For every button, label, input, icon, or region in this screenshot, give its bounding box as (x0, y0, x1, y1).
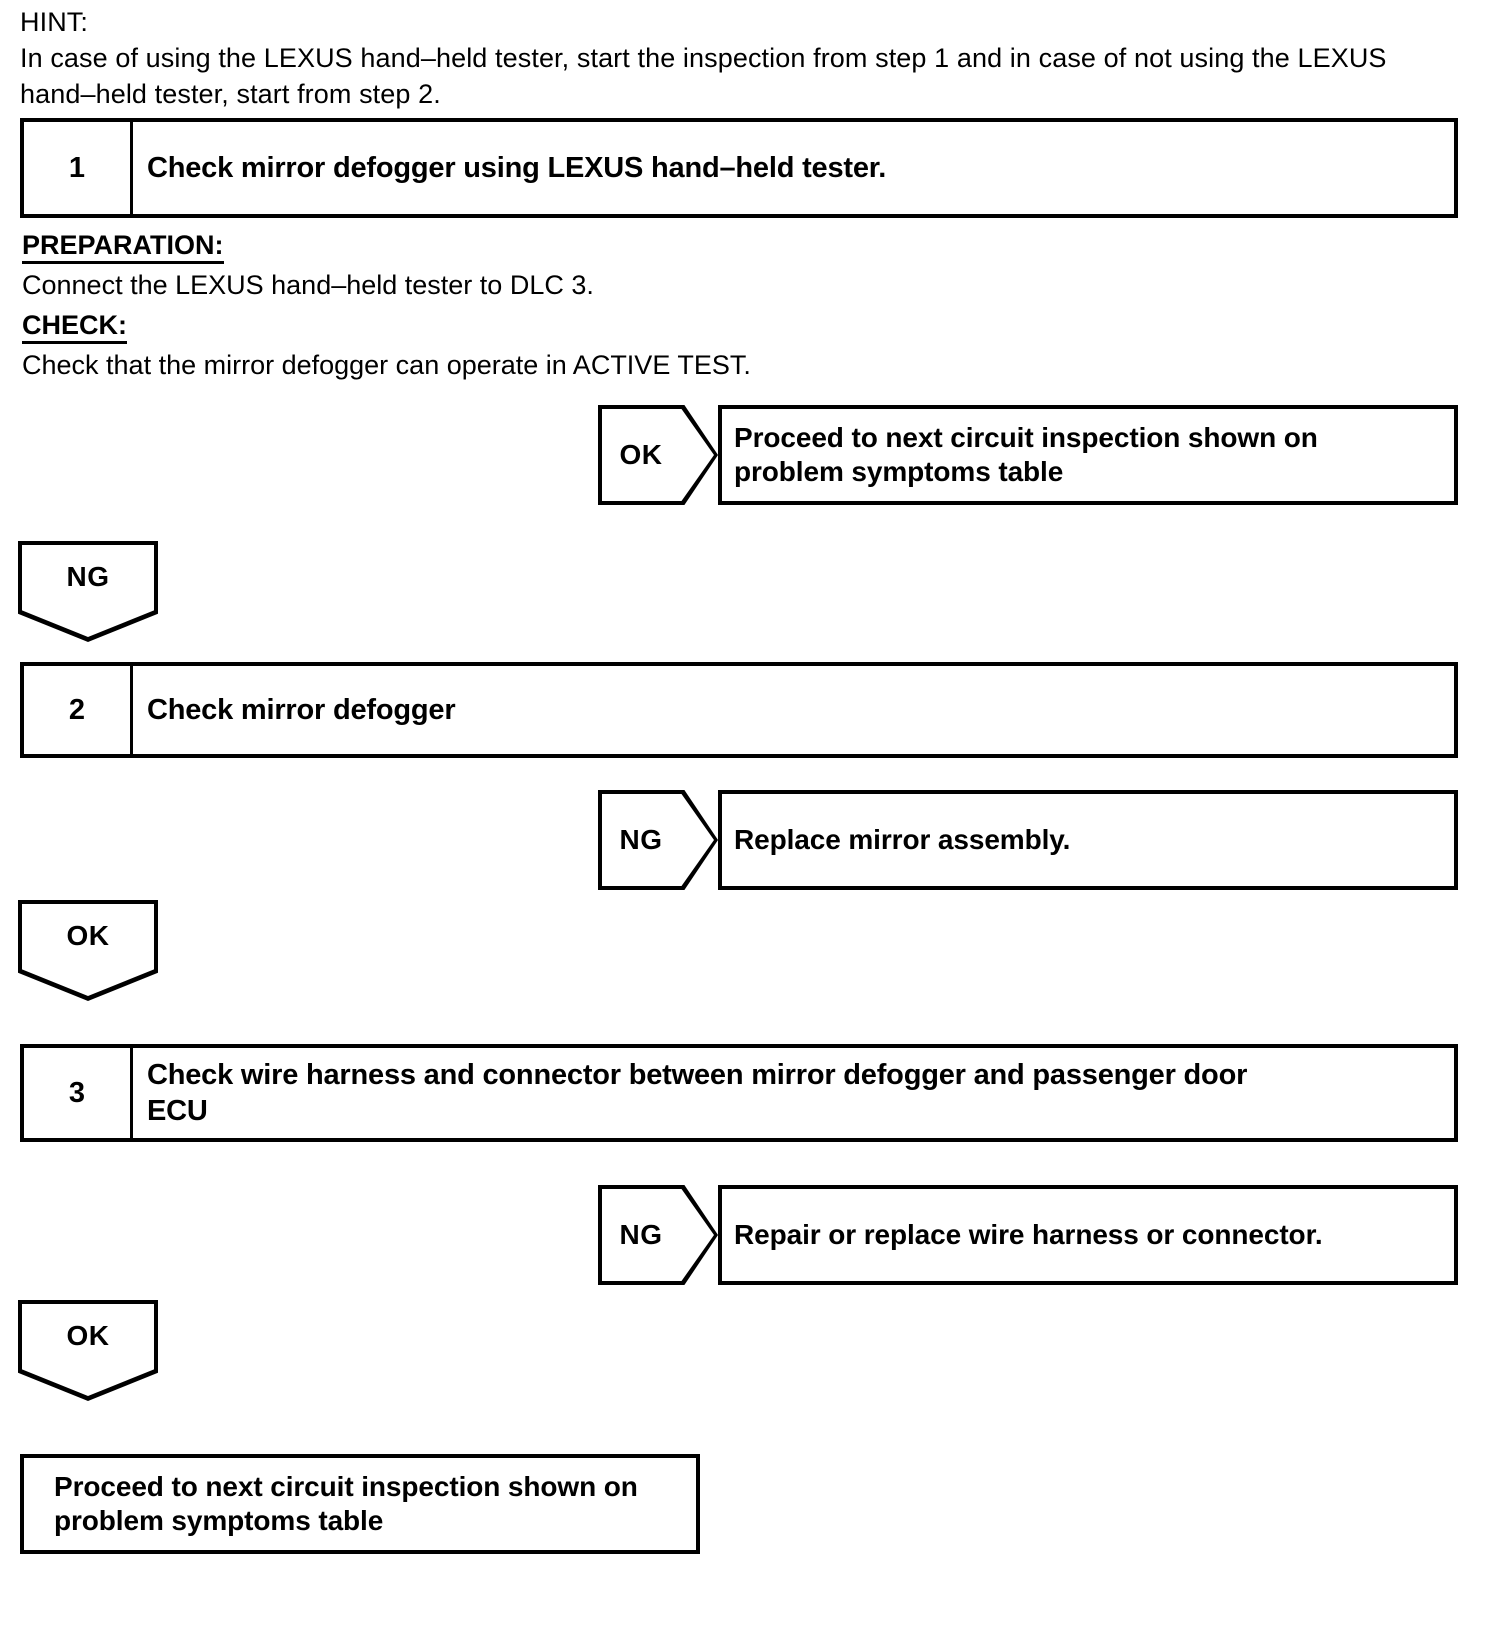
final-result-text: Proceed to next circuit inspection shown… (24, 1470, 650, 1538)
step-1-detail: PREPARATION: Connect the LEXUS hand–held… (22, 228, 1022, 382)
step-title-1: Check mirror defogger using LEXUS hand–h… (147, 152, 887, 184)
branch-arrow-ng-step-2: NG (598, 790, 718, 890)
result-box-step-3: Repair or replace wire harness or connec… (718, 1185, 1458, 1285)
result-text-step-1-line1: Proceed to next circuit inspection shown… (734, 422, 1318, 453)
preparation-label: PREPARATION: (22, 230, 224, 264)
step-box-3: 3 Check wire harness and connector betwe… (20, 1044, 1458, 1142)
branch-label-ng-step-3: NG (619, 1219, 663, 1250)
step-number-3: 3 (24, 1048, 133, 1138)
result-box-step-2: Replace mirror assembly. (718, 790, 1458, 890)
step-title-2: Check mirror defogger (147, 694, 456, 726)
hint-label: HINT: (20, 7, 88, 37)
check-label: CHECK: (22, 310, 127, 344)
step-title-3-line1: Check wire harness and connector between… (147, 1059, 1248, 1091)
result-text-step-1: Proceed to next circuit inspection shown… (722, 421, 1330, 489)
branch-label-ok-step-2: OK (66, 920, 110, 951)
final-result-box: Proceed to next circuit inspection shown… (20, 1454, 700, 1554)
hint-block: HINT: In case of using the LEXUS hand–he… (20, 4, 1420, 112)
step-title-3-line2: ECU (147, 1095, 208, 1127)
branch-arrow-ok-step-3: OK (18, 1300, 158, 1401)
hint-text: In case of using the LEXUS hand–held tes… (20, 43, 1387, 109)
branch-label-ok-step-3: OK (66, 1320, 110, 1351)
step-box-2: 2 Check mirror defogger (20, 662, 1458, 758)
step-number-1: 1 (24, 122, 133, 214)
final-result-line1: Proceed to next circuit inspection shown… (54, 1471, 638, 1502)
branch-arrow-ng-step-3: NG (598, 1185, 718, 1285)
branch-arrow-ng-step-1: NG (18, 541, 158, 642)
branch-label-ng-step-1: NG (66, 561, 110, 592)
result-box-step-1: Proceed to next circuit inspection shown… (718, 405, 1458, 505)
branch-label-ng-step-2: NG (619, 824, 663, 855)
result-text-step-3: Repair or replace wire harness or connec… (734, 1219, 1323, 1250)
step-number-2: 2 (24, 666, 133, 754)
result-text-step-2: Replace mirror assembly. (734, 824, 1071, 855)
preparation-text: Connect the LEXUS hand–held tester to DL… (22, 270, 594, 300)
step-title-3: Check wire harness and connector between… (133, 1048, 1454, 1138)
branch-arrow-ok-step-2: OK (18, 900, 158, 1001)
final-result-line2: problem symptoms table (54, 1505, 384, 1536)
step-box-1: 1 Check mirror defogger using LEXUS hand… (20, 118, 1458, 218)
check-text: Check that the mirror defogger can opera… (22, 350, 751, 380)
branch-label-ok-step-1: OK (619, 439, 663, 470)
branch-arrow-ok-step-1: OK (598, 405, 718, 505)
result-text-step-1-line2: problem symptoms table (734, 456, 1064, 487)
